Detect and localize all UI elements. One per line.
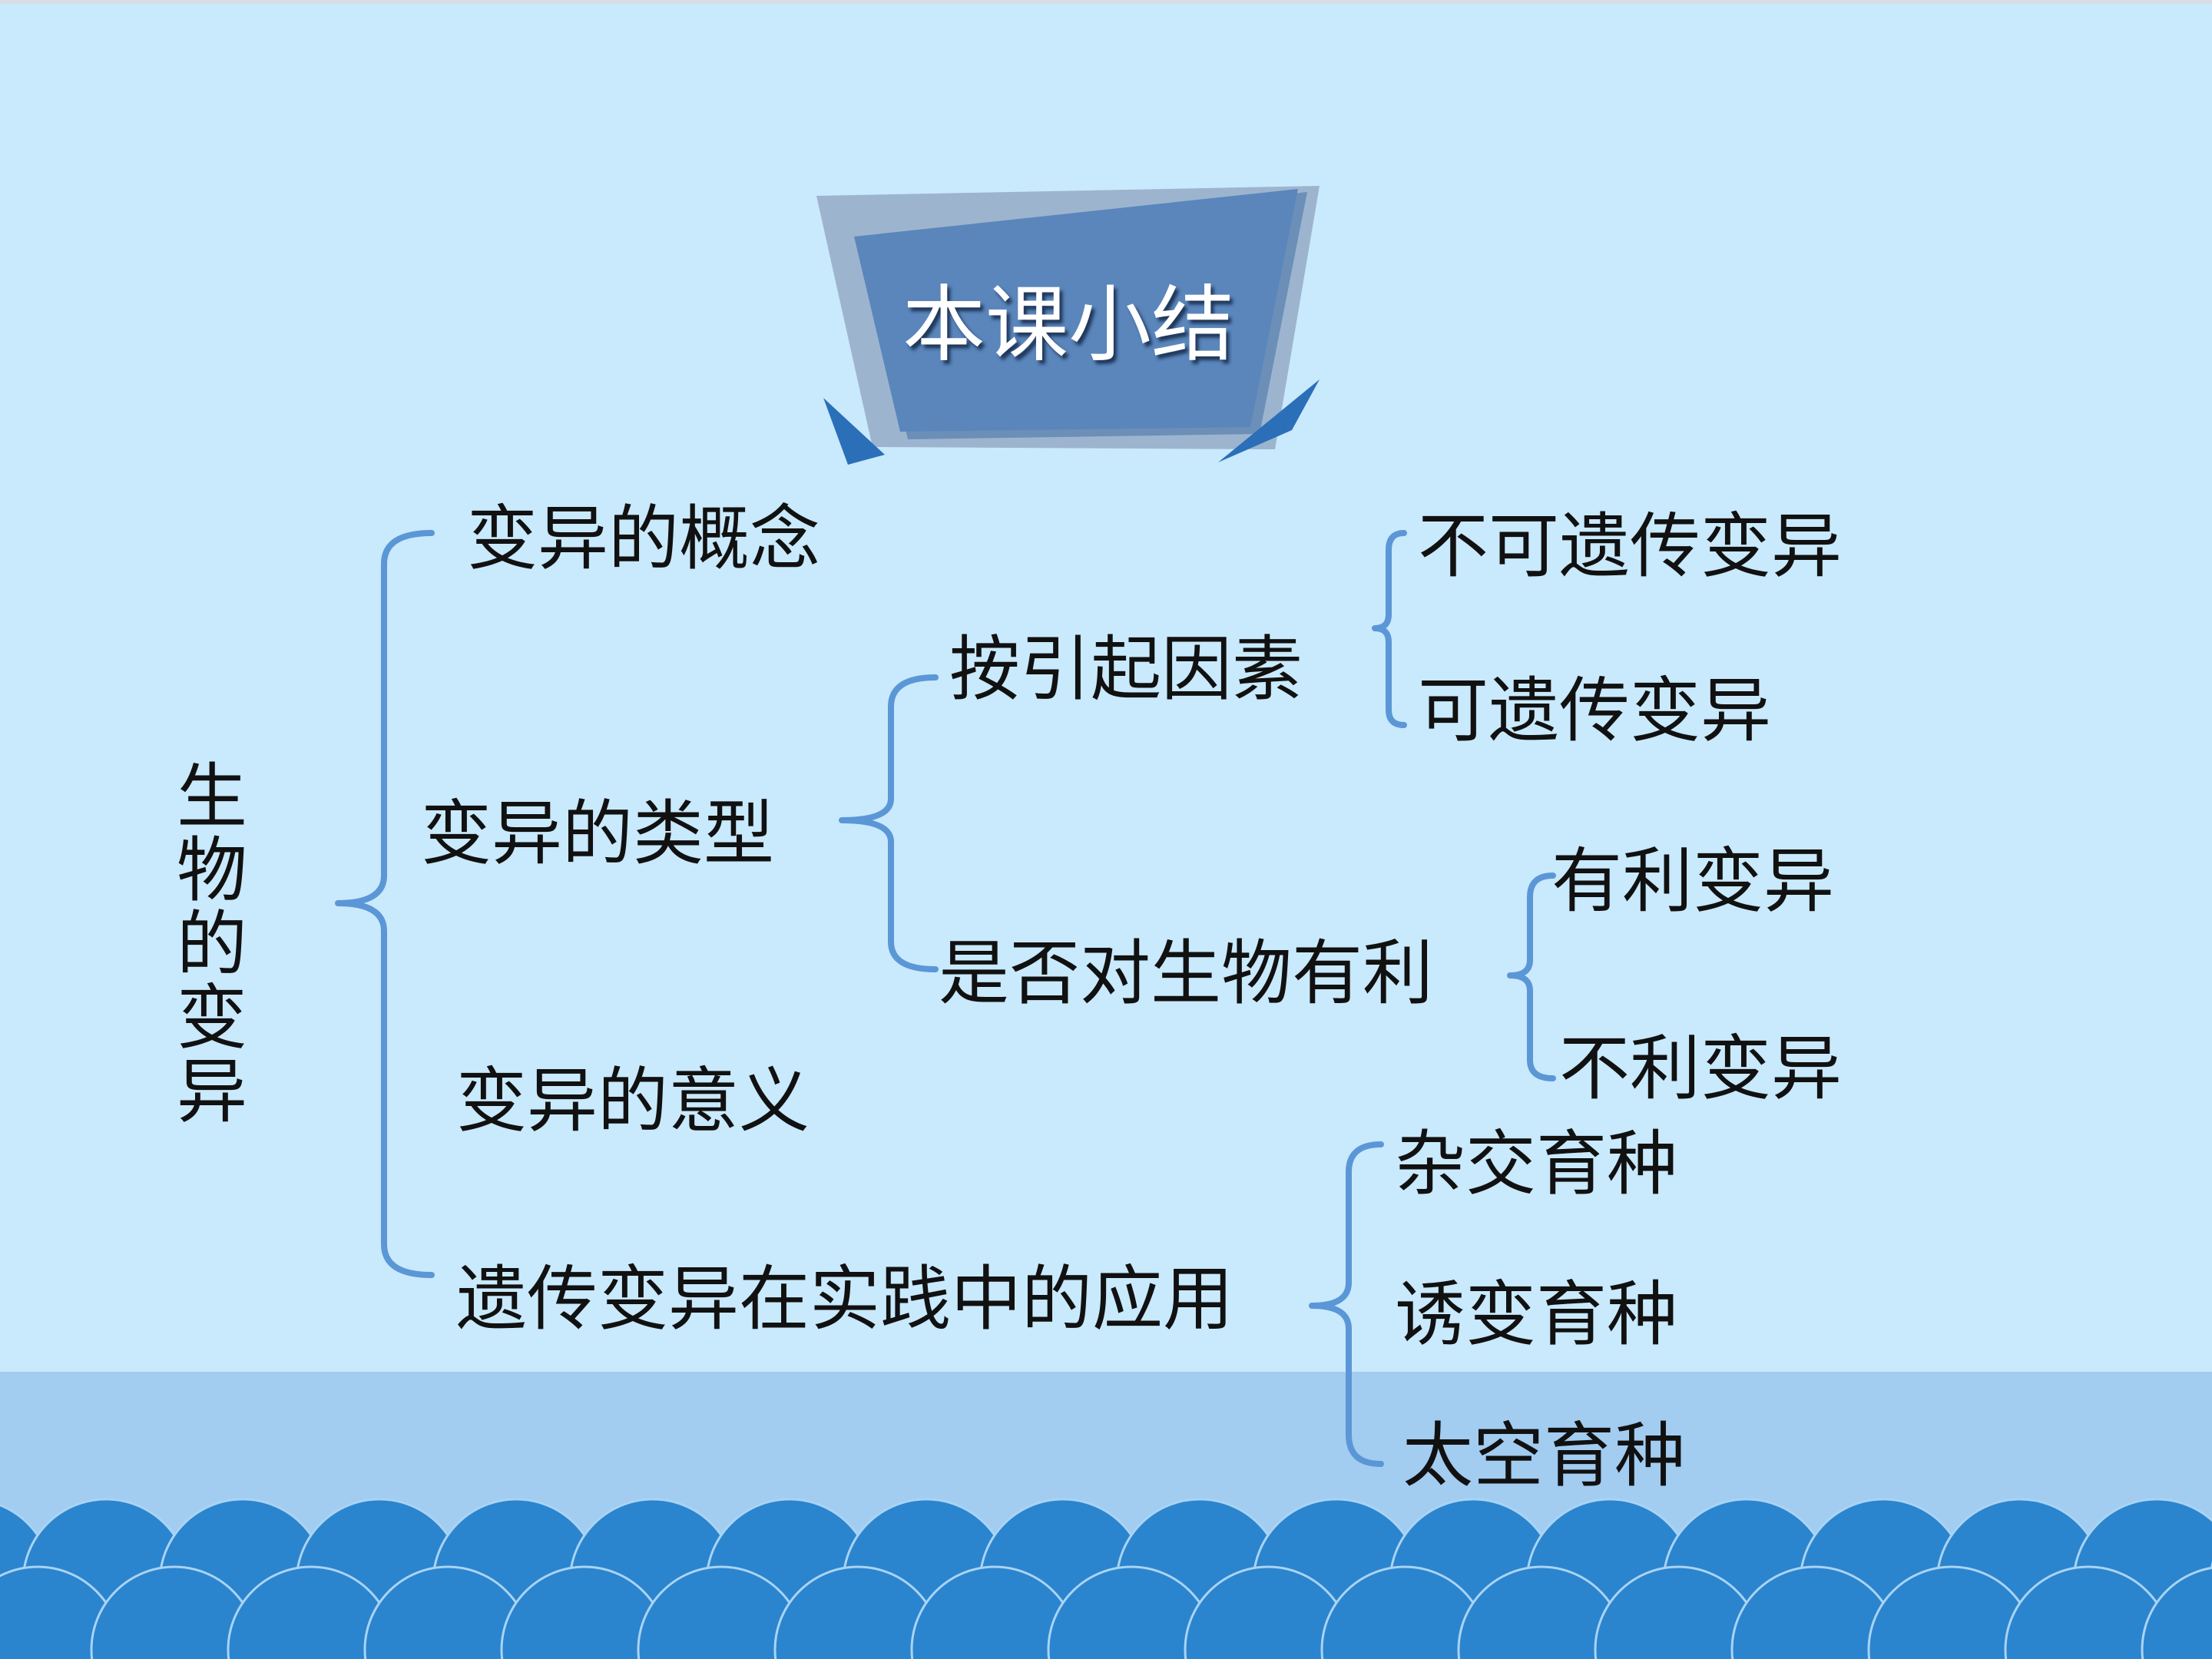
banner-corner-right xyxy=(1218,379,1320,462)
bracket-application xyxy=(1309,1141,1384,1467)
node-unfavorable: 不利变异 xyxy=(1559,1028,1843,1110)
node-application: 遗传变异在实践中的应用 xyxy=(456,1258,1234,1340)
node-heritable: 可遗传变异 xyxy=(1418,670,1772,752)
node-types: 变异的类型 xyxy=(421,793,775,875)
bracket-root xyxy=(335,530,435,1278)
node-space-breeding: 太空育种 xyxy=(1402,1415,1686,1497)
wave-scallop xyxy=(2141,1566,2212,1659)
page-title: 本课小结 xyxy=(902,277,1235,373)
bracket-benefit xyxy=(1507,873,1556,1081)
node-non-heritable: 不可遗传变异 xyxy=(1418,505,1843,588)
node-by-cause: 按引起因素 xyxy=(949,628,1303,710)
node-meaning: 变异的意义 xyxy=(456,1060,810,1142)
node-hybrid-breeding: 杂交育种 xyxy=(1395,1123,1678,1205)
bracket-types xyxy=(839,674,939,972)
node-mutation-breeding: 诱变育种 xyxy=(1395,1273,1678,1356)
top-border-line xyxy=(0,0,2212,4)
node-favorable: 有利变异 xyxy=(1551,840,1835,922)
root-node: 生物的变异 xyxy=(176,756,247,1133)
node-concept: 变异的概念 xyxy=(467,498,821,580)
banner-corner-left xyxy=(823,398,885,465)
banner-front-panel xyxy=(854,189,1298,432)
bracket-cause xyxy=(1372,530,1407,728)
node-benefit: 是否对生物有利 xyxy=(939,932,1434,1015)
